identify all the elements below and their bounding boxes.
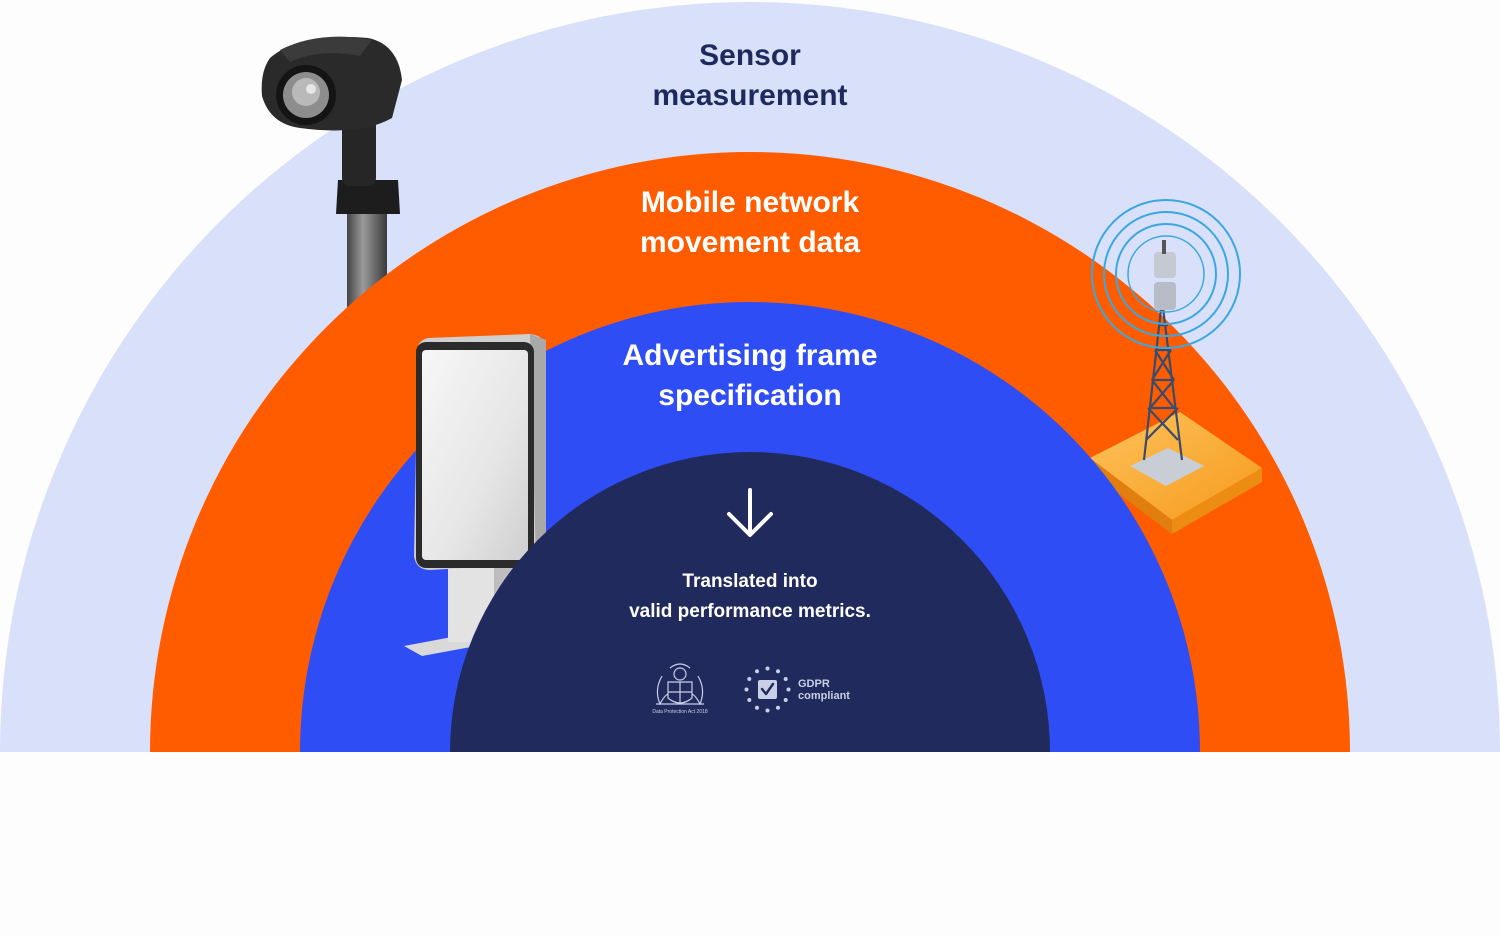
- eu-star-icon: [747, 677, 752, 681]
- eu-star-icon: [755, 669, 759, 674]
- eu-star-icon: [786, 687, 791, 692]
- security-camera-icon: [261, 36, 402, 320]
- eu-star-icon: [744, 687, 749, 692]
- eu-star-icon: [776, 669, 780, 674]
- label-line: Translated into: [682, 571, 818, 592]
- eu-star-icon: [765, 708, 770, 713]
- label-line: Advertising frame: [622, 339, 878, 372]
- label-line: Mobile network: [640, 186, 860, 219]
- arrow-down-icon: [727, 488, 773, 537]
- label-line: specification: [658, 379, 842, 412]
- label-line: movement data: [639, 226, 861, 259]
- eu-star-icon: [755, 705, 759, 710]
- label-line: measurement: [652, 79, 848, 112]
- label-advertising-frame: Advertising frame specification: [500, 336, 1000, 416]
- eu-star-icon: [747, 698, 752, 702]
- gdpr-line: compliant: [798, 690, 850, 702]
- eu-stars-check-icon: [744, 666, 791, 713]
- gdpr-caption: GDPR compliant: [798, 678, 850, 702]
- eu-star-icon: [776, 705, 780, 710]
- gdpr-line: GDPR: [798, 678, 830, 690]
- label-translated-metrics: Translated into valid performance metric…: [550, 567, 950, 627]
- royal-crest-icon: [656, 663, 704, 706]
- label-line: Sensor: [699, 39, 801, 72]
- label-sensor-measurement: Sensor measurement: [550, 36, 950, 116]
- cell-tower-icon: [1090, 199, 1262, 534]
- eu-star-icon: [765, 666, 770, 671]
- eu-star-icon: [783, 677, 788, 681]
- ring-core: [450, 452, 1050, 752]
- label-mobile-network: Mobile network movement data: [500, 183, 1000, 263]
- label-line: valid performance metrics.: [629, 601, 871, 622]
- dpa-caption: Data Protection Act 2018: [652, 709, 708, 715]
- eu-star-icon: [783, 698, 788, 702]
